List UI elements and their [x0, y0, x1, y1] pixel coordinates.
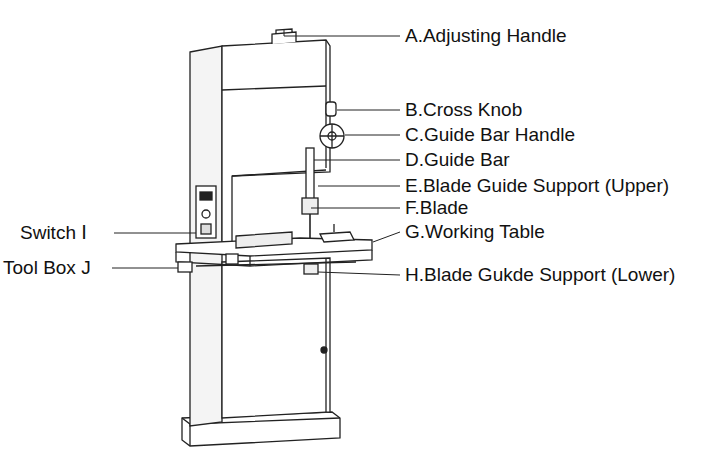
part-label: C.Guide Bar Handle	[405, 124, 575, 146]
miter-handle	[333, 224, 334, 232]
upper-housing	[222, 40, 330, 244]
fence-lock	[226, 254, 238, 264]
guide-bar-handle-spokes	[320, 124, 344, 148]
part-label: E.Blade Guide Support (Upper)	[405, 175, 669, 197]
part-label: A.Adjusting Handle	[405, 25, 567, 47]
leader-g	[373, 232, 400, 242]
leader-j	[112, 268, 178, 269]
leader-b	[337, 110, 400, 111]
part-label: H.Blade Gukde Support (Lower)	[405, 264, 675, 286]
lower-blade-guide	[304, 264, 318, 274]
table-rail	[196, 262, 356, 266]
leader-d	[314, 160, 400, 161]
table-edge	[176, 250, 372, 266]
miter-gauge	[320, 232, 354, 242]
part-label: D.Guide Bar	[405, 149, 510, 171]
lower-knob	[321, 347, 327, 353]
leader-e	[318, 186, 400, 187]
cross-knob	[326, 102, 336, 116]
upper-blade-guide	[302, 198, 318, 214]
leader-h	[318, 272, 400, 275]
part-label: Switch Ⅰ	[20, 222, 87, 244]
guide-bar-handle	[320, 124, 344, 148]
lower-housing-edge	[325, 258, 326, 412]
leader-a	[284, 30, 400, 36]
tool-box	[178, 262, 192, 272]
housing-seam	[222, 86, 326, 90]
leader-lines	[112, 30, 400, 275]
lower-housing	[222, 258, 330, 418]
rip-fence	[236, 232, 292, 248]
leader-i	[114, 233, 196, 234]
part-label: G.Working Table	[405, 221, 545, 243]
part-label: Tool Box J	[3, 257, 91, 279]
leader-f	[311, 208, 400, 209]
left-column	[190, 46, 222, 426]
switch-box	[196, 186, 216, 238]
part-label: F.Blade	[405, 197, 468, 219]
guide-bar	[306, 148, 314, 200]
leader-c	[345, 135, 400, 136]
switch-paddle	[201, 224, 211, 234]
switch-button	[200, 192, 212, 200]
switch-dial	[202, 210, 210, 218]
part-label: B.Cross Knob	[405, 99, 522, 121]
